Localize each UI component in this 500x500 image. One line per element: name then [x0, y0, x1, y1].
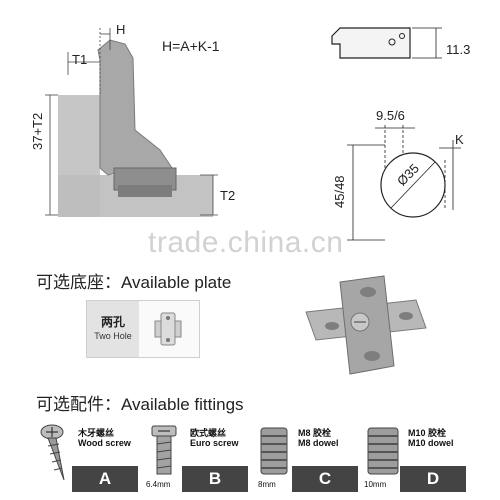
height-dim-label: 37+T2 — [30, 112, 45, 150]
wood-screw-icon — [40, 424, 65, 481]
plate-side-svg — [331, 27, 442, 59]
diameter-line — [390, 161, 436, 209]
fittings-section-title-cn: 可选配件： — [36, 395, 121, 414]
plate-icon-hole-bottom — [166, 338, 170, 342]
m8-dowel-label-cn: M8 胶栓 — [298, 428, 332, 438]
t1-label: T1 — [72, 52, 88, 67]
wood-screw-label-cn: 木牙螺丝 — [78, 428, 115, 438]
m10-dowel-badge: D — [400, 466, 466, 492]
wood-screw-badge: A — [72, 466, 138, 492]
hinge-arm — [97, 39, 173, 176]
hinge-cup-flange — [118, 185, 172, 197]
formula-label: H=A+K-1 — [162, 38, 220, 54]
plate-section-title-cn: 可选底座： — [36, 273, 121, 292]
euro-screw-size: 6.4mm — [146, 480, 171, 489]
hinge-section-svg — [45, 28, 218, 217]
fitting-m8-dowel[interactable]: 8mm M8 胶栓 M8 dowel C — [254, 418, 360, 492]
m8-dowel-size: 8mm — [258, 480, 276, 489]
fitting-m10-dowel[interactable]: 10mm M10 胶栓 M10 dowel D — [362, 418, 468, 492]
cup-hole-svg — [347, 125, 461, 241]
plate-photo-slot-bottom — [364, 351, 380, 361]
plate-photo-slot-left — [325, 322, 339, 330]
two-hole-plate-card[interactable]: 两孔 Two Hole — [86, 300, 200, 358]
two-hole-label-en: Two Hole — [94, 331, 132, 341]
offset-label: 9.5/6 — [376, 108, 405, 123]
plate-profile — [331, 27, 411, 59]
m10-dowel-size: 10mm — [364, 480, 387, 489]
two-hole-label-cn: 两孔 — [100, 315, 125, 329]
m10-dowel-icon — [367, 427, 399, 475]
t2-label: T2 — [220, 188, 236, 203]
wood-screw-label-en: Wood screw — [78, 438, 131, 448]
m10-dowel-label-en: M10 dowel — [408, 438, 454, 448]
fittings-section-title: 可选配件：Available fittings — [36, 390, 244, 415]
euro-screw-label-en: Euro screw — [190, 438, 239, 448]
plate-section-title: 可选底座：Available plate — [36, 268, 231, 293]
euro-screw-letter: B — [208, 469, 222, 488]
plate-icon-hole-top — [166, 316, 170, 320]
m8-dowel-label-en: M8 dowel — [298, 438, 339, 448]
plate-thickness-label: 11.3 — [446, 42, 471, 57]
m10-dowel-label-cn: M10 胶栓 — [408, 428, 447, 438]
wood-screw-letter: A — [98, 469, 112, 488]
fitting-euro-screw[interactable]: 6.4mm 欧式螺丝 Euro screw B — [144, 418, 250, 492]
euro-screw-label-cn: 欧式螺丝 — [190, 428, 227, 438]
plate-photo-slot-right — [399, 312, 413, 320]
plate-photo-slot-top — [360, 287, 376, 297]
plate-section-title-en: Available plate — [121, 273, 232, 292]
m10-dowel-letter: D — [426, 469, 440, 488]
m8-dowel-icon — [260, 427, 288, 475]
plate-hole-1 — [388, 38, 396, 46]
k-label: K — [455, 132, 464, 147]
m8-dowel-letter: C — [318, 469, 332, 488]
mounting-plate-photo — [305, 275, 427, 375]
plate-icon-bar — [160, 312, 176, 346]
h-label: H — [116, 22, 126, 37]
two-hole-label-box: 两孔 Two Hole — [87, 301, 139, 357]
watermark: trade.china.cn — [148, 226, 344, 259]
fittings-section-title-en: Available fittings — [121, 395, 244, 414]
vertical-dim-label: 45/48 — [332, 175, 347, 208]
two-hole-plate-icon — [154, 312, 182, 346]
m8-dowel-badge: C — [292, 466, 358, 492]
plate-hole-2 — [399, 33, 405, 39]
euro-screw-icon — [151, 425, 177, 475]
euro-screw-badge: B — [182, 466, 248, 492]
fitting-wood-screw[interactable]: 木牙螺丝 Wood screw A — [34, 418, 140, 492]
